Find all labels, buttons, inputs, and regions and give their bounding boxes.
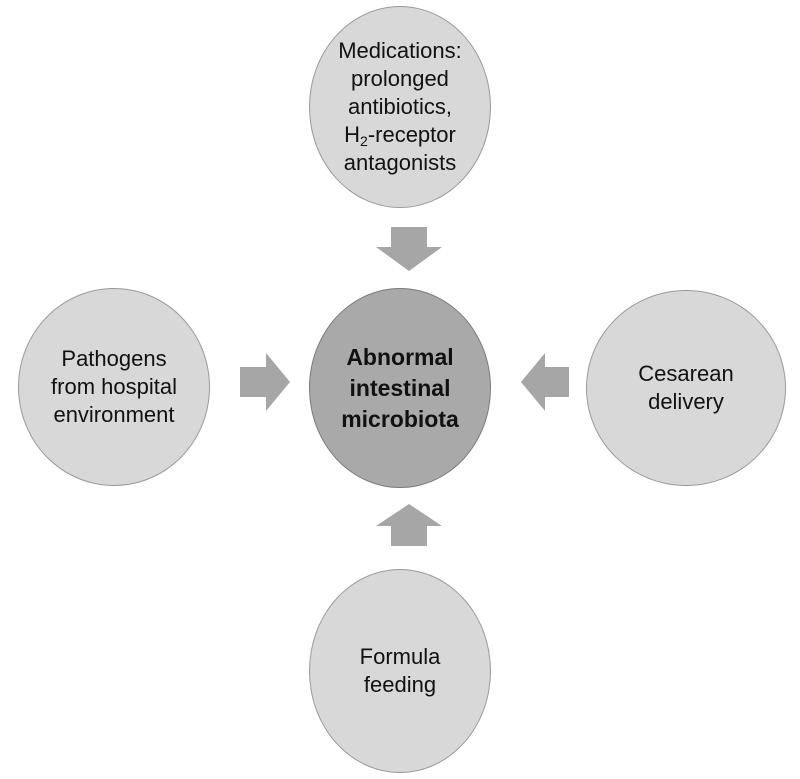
node-pathogens: Pathogens from hospital environment xyxy=(18,288,210,486)
arrow-up-icon xyxy=(376,504,442,546)
node-formula-line-2: feeding xyxy=(363,672,437,697)
node-center-line-3: microbiota xyxy=(341,405,459,432)
node-cesarean-line-2: delivery xyxy=(648,389,724,414)
node-formula-label: Formula feeding xyxy=(346,643,455,699)
node-medications-line-4: H2-receptor xyxy=(338,121,462,149)
node-pathogens-line-2: from hospital xyxy=(51,374,177,399)
node-abnormal-microbiota: Abnormal intestinal microbiota xyxy=(309,288,491,488)
node-cesarean-line-1: Cesarean xyxy=(638,361,734,386)
node-center-line-1: Abnormal xyxy=(346,343,454,370)
node-medications-line-3: antibiotics, xyxy=(348,94,452,119)
node-pathogens-line-3: environment xyxy=(53,402,175,427)
node-pathogens-line-1: Pathogens xyxy=(61,346,167,371)
arrow-down-icon xyxy=(376,227,442,271)
node-medications-line-2: prolonged xyxy=(351,66,449,91)
node-cesarean: Cesarean delivery xyxy=(586,290,786,486)
node-medications-line-5: antagonists xyxy=(343,150,457,175)
node-center-label: Abnormal intestinal microbiota xyxy=(327,342,473,435)
node-pathogens-label: Pathogens from hospital environment xyxy=(37,345,191,429)
node-center-line-2: intestinal xyxy=(349,374,451,401)
node-medications-label: Medications: prolonged antibiotics, H2-r… xyxy=(324,37,476,177)
arrow-right-icon xyxy=(240,353,290,411)
node-formula: Formula feeding xyxy=(309,569,491,773)
h2-prefix: H xyxy=(344,122,361,147)
node-cesarean-label: Cesarean delivery xyxy=(624,360,747,416)
arrow-left-icon xyxy=(521,353,569,411)
h2-suffix: -receptor xyxy=(367,122,456,147)
node-formula-line-1: Formula xyxy=(359,644,441,669)
node-medications: Medications: prolonged antibiotics, H2-r… xyxy=(309,6,491,208)
h2-subscript: 2 xyxy=(360,133,368,149)
node-medications-line-1: Medications: xyxy=(338,38,462,63)
